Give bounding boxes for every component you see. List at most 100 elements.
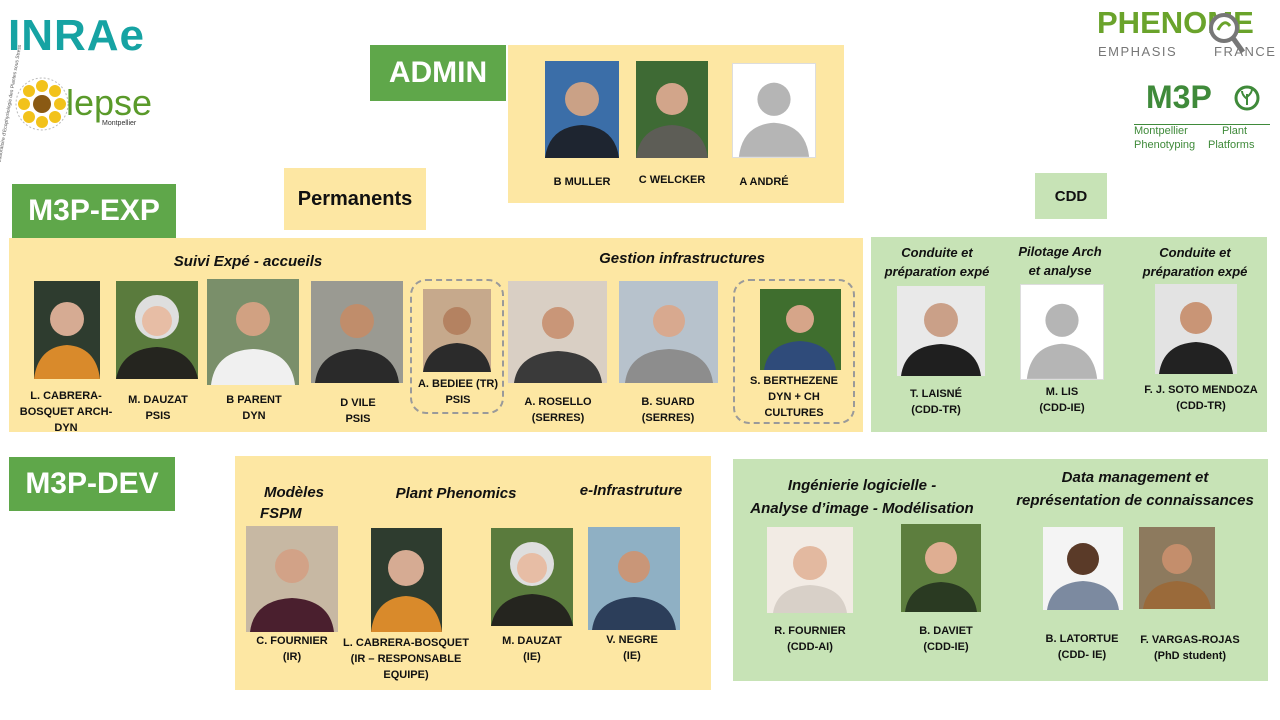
portrait-icon bbox=[250, 549, 334, 632]
portrait-icon bbox=[636, 83, 708, 158]
exp-photo-5 bbox=[423, 289, 491, 372]
exp-name-1-line2: BOSQUET ARCH- bbox=[19, 406, 113, 418]
inrae-logo-text: INRAe bbox=[8, 11, 146, 60]
cdd-label: CDD bbox=[1054, 187, 1088, 205]
exp-name-2: M. DAUZAT PSIS bbox=[110, 392, 206, 424]
admin-header: ADMIN bbox=[370, 45, 506, 101]
cdd-name-3: F. J. SOTO MENDOZA (CDD-TR) bbox=[1136, 382, 1266, 414]
dev-title: M3P-DEV bbox=[25, 467, 159, 500]
portrait-icon bbox=[514, 307, 602, 383]
admin-photo-1 bbox=[545, 61, 619, 158]
m3p-line2-b: Platforms bbox=[1208, 139, 1255, 151]
cdd-role-3-line2: préparation expé bbox=[1142, 264, 1248, 279]
exp-name-8: S. BERTHEZENE DYN + CH CULTURES bbox=[738, 373, 850, 421]
admin-name-2: C WELCKER bbox=[638, 174, 706, 186]
cdd-role-1-line1: Conduite et bbox=[901, 245, 973, 260]
placeholder-avatar-icon bbox=[738, 82, 810, 157]
portrait-icon bbox=[423, 307, 491, 372]
m3p-divider bbox=[1134, 124, 1270, 125]
cdd-name-3-line2: (CDD-TR) bbox=[1176, 400, 1226, 412]
exp-name-4-line2: PSIS bbox=[345, 413, 371, 425]
dev2-name-2: B. DAVIET (CDD-IE) bbox=[896, 623, 996, 655]
exp-name-3: B PARENT DYN bbox=[206, 392, 302, 424]
admin-photo-3 bbox=[732, 63, 816, 158]
exp-photo-1 bbox=[34, 281, 100, 379]
dev2-name-1-line1: R. FOURNIER bbox=[774, 625, 846, 637]
dev2-name-2-line1: B. DAVIET bbox=[919, 625, 973, 637]
exp-name-8-line1: S. BERTHEZENE bbox=[749, 375, 838, 387]
modeles-line1: Modèles bbox=[263, 484, 324, 501]
modeles-line2: FSPM bbox=[260, 505, 302, 522]
lepse-logo: Laboratoire d'Ecophysiologie des Plantes… bbox=[0, 43, 160, 162]
dev2-photo-1 bbox=[767, 527, 853, 613]
dev2-name-3: B. LATORTUE (CDD- IE) bbox=[1032, 631, 1132, 663]
ingenierie-line1: Ingénierie logicielle - bbox=[787, 477, 937, 494]
dev-photo-3 bbox=[491, 528, 573, 626]
dev-name-2-line2: (IR – RESPONSABLE bbox=[350, 653, 462, 665]
exp-name-2-line2: PSIS bbox=[145, 410, 171, 422]
ingenierie-line2: Analyse d’image - Modélisation bbox=[750, 500, 974, 517]
portrait-icon bbox=[1159, 302, 1233, 374]
portrait-icon bbox=[1143, 544, 1211, 609]
dev-photo-2 bbox=[371, 528, 442, 632]
permanents-box: Permanents bbox=[284, 168, 426, 230]
exp-name-5: A. BEDIEE (TR) PSIS bbox=[410, 376, 506, 408]
exp-photo-6 bbox=[508, 281, 607, 383]
dev-name-2-line1: L. CABRERA-BOSQUET bbox=[343, 637, 469, 649]
exp-name-1-line3: DYN bbox=[54, 422, 78, 434]
m3p-logo: M3P Montpellier Plant Phenotyping Platfo… bbox=[1132, 80, 1272, 156]
portrait-icon bbox=[901, 303, 981, 376]
m3p-line1-a: Montpellier bbox=[1134, 125, 1188, 137]
dev2-photo-4 bbox=[1139, 527, 1215, 609]
dev-name-3-line2: (IE) bbox=[523, 651, 541, 663]
exp-name-6-line2: (SERRES) bbox=[531, 412, 585, 424]
admin-name-3: A ANDRÉ bbox=[739, 176, 789, 188]
dev-name-4-line2: (IE) bbox=[623, 650, 641, 662]
admin-name-1: B MULLER bbox=[553, 176, 611, 188]
dev-header: M3P-DEV bbox=[9, 457, 175, 511]
data-management-label: Data management et représentation de con… bbox=[1004, 466, 1266, 512]
cdd-role-1-line2: préparation expé bbox=[884, 264, 990, 279]
exp-name-7-line1: B. SUARD bbox=[641, 396, 695, 408]
exp-name-8-line3: CULTURES bbox=[764, 407, 824, 419]
cdd-role-3: Conduite et préparation expé bbox=[1130, 243, 1260, 281]
portrait-icon bbox=[905, 542, 977, 612]
magnifier-icon bbox=[1209, 13, 1246, 54]
data-line1: Data management et bbox=[1061, 469, 1209, 486]
dev2-name-1: R. FOURNIER (CDD-AI) bbox=[760, 623, 860, 655]
dev-name-2: L. CABRERA-BOSQUET (IR – RESPONSABLE EQU… bbox=[336, 635, 476, 683]
exp-photo-4 bbox=[311, 281, 403, 383]
phenome-logo: PHENOME EMPHASIS FRANCE bbox=[1094, 6, 1275, 62]
exp-name-2-line1: M. DAUZAT bbox=[128, 394, 188, 406]
phenome-sub-left: EMPHASIS bbox=[1098, 44, 1178, 59]
cdd-role-2: Pilotage Arch et analyse bbox=[1004, 242, 1116, 280]
exp-photo-7 bbox=[619, 281, 718, 383]
modeles-label: Modèles FSPM bbox=[252, 482, 336, 524]
cdd-role-2-line2: et analyse bbox=[1028, 263, 1092, 278]
cdd-photo-3 bbox=[1155, 284, 1237, 374]
dev2-photo-3 bbox=[1043, 527, 1123, 610]
sunflower-icon bbox=[15, 77, 69, 131]
dashed-group-berthezene bbox=[733, 279, 855, 424]
dev-name-1-line1: C. FOURNIER bbox=[256, 635, 328, 647]
portrait-icon bbox=[773, 546, 847, 613]
ingenierie-label: Ingénierie logicielle - Analyse d’image … bbox=[734, 474, 990, 520]
portrait-icon bbox=[211, 302, 295, 385]
portrait-icon bbox=[34, 302, 100, 379]
dev-name-3: M. DAUZAT (IE) bbox=[486, 633, 578, 665]
exp-name-1: L. CABRERA- BOSQUET ARCH- DYN bbox=[10, 388, 122, 436]
leaf-icon bbox=[1234, 85, 1260, 111]
lepse-logo-sub: Montpellier bbox=[102, 120, 137, 127]
dashed-group-bediee bbox=[410, 279, 504, 414]
exp-name-7-line2: (SERRES) bbox=[641, 412, 695, 424]
exp-name-3-line2: DYN bbox=[242, 410, 266, 422]
dev-name-3-line1: M. DAUZAT bbox=[502, 635, 562, 647]
permanents-label: Permanents bbox=[297, 187, 413, 210]
exp-header: M3P-EXP bbox=[12, 184, 176, 238]
exp-name-5-line2: PSIS bbox=[445, 394, 471, 406]
m3p-logo-text: M3P bbox=[1146, 79, 1212, 115]
exp-name-8-line2: DYN + CH bbox=[768, 391, 820, 403]
exp-name-4-line1: D VILE bbox=[340, 397, 376, 409]
dev2-name-1-line2: (CDD-AI) bbox=[787, 641, 833, 653]
exp-name-1-line1: L. CABRERA- bbox=[30, 390, 102, 402]
